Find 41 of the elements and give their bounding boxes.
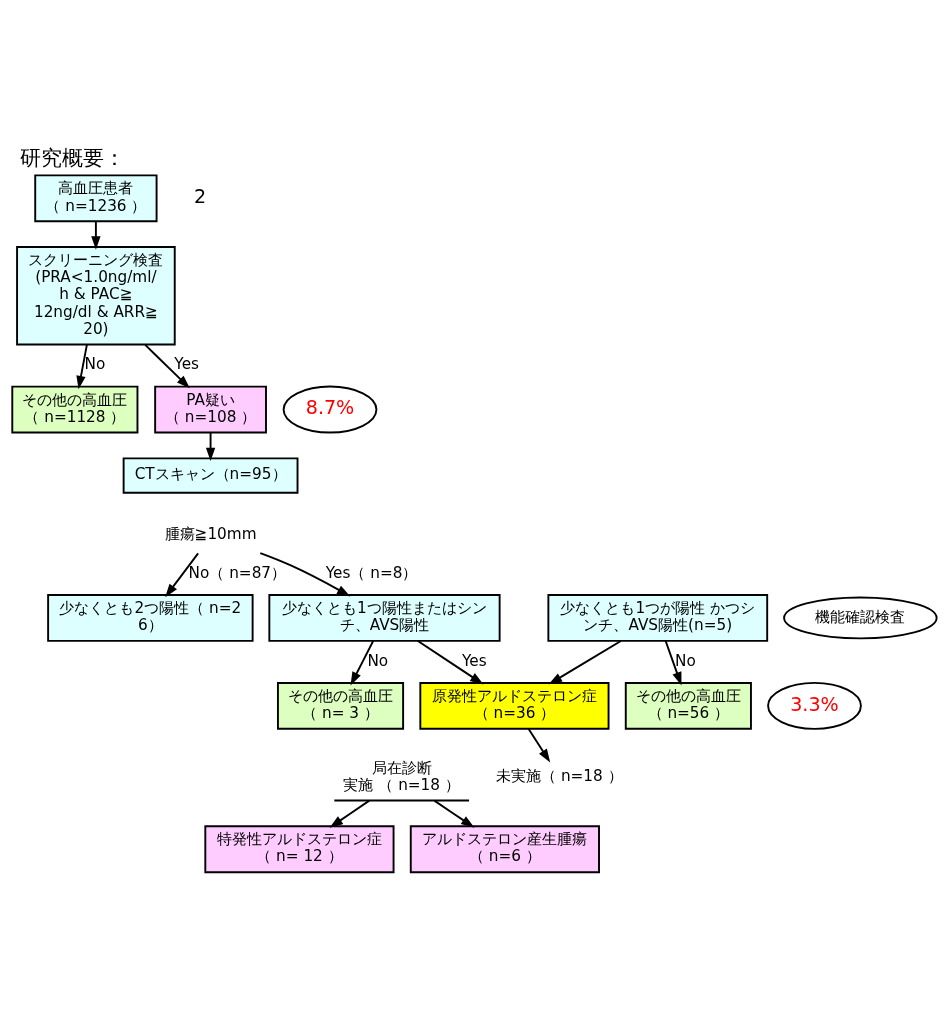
node-ellipse: 3.3% xyxy=(767,681,862,730)
edge-label: Yes（ n=8） xyxy=(325,563,418,582)
arrow xyxy=(527,727,551,763)
edge-label: No（ n=87） xyxy=(188,563,287,582)
node-box: 特発性アルドステロン症 （ n= 12 ） xyxy=(204,825,395,874)
arrow xyxy=(433,799,475,828)
arrow xyxy=(76,343,88,390)
arrow xyxy=(205,431,216,462)
node-ellipse: 機能確認検査 xyxy=(783,596,938,640)
arrow xyxy=(417,640,484,685)
node-box: CTスキャン（n=95） xyxy=(122,457,299,494)
node-ellipse: 8.7% xyxy=(282,385,378,434)
node-box: アルドステロン産生腫瘍 （ n=6 ） xyxy=(409,825,600,874)
arrow xyxy=(548,640,622,685)
arrow xyxy=(259,552,351,597)
node-box: 少なくとも2つ陽性（ n=26） xyxy=(47,594,254,642)
edge-label: Yes xyxy=(461,651,487,670)
node-box: その他の高血圧 （ n=56 ） xyxy=(624,682,752,730)
diagram-title: 研究概要： xyxy=(19,145,125,171)
label: 2 xyxy=(193,185,207,209)
arrow xyxy=(144,343,190,389)
arrow xyxy=(165,552,200,598)
node-box: その他の高血圧 （ n= 3 ） xyxy=(277,682,405,730)
node-box: スクリーニング検査 (PRA<1.0ng/ml/h & PAC≧ 12ng/dl & ARR≧ 20) xyxy=(16,246,176,346)
edge-label: No xyxy=(367,651,389,670)
node-box: 少なくとも1つ陽性またはシンチ、AVS陽性 xyxy=(268,594,501,642)
arrow xyxy=(329,799,371,828)
node-box: PA疑い （ n=108 ） xyxy=(154,385,267,434)
edge-label: No xyxy=(675,651,696,670)
edge-label: No xyxy=(84,355,106,374)
node-box: 少なくとも1つが陽性 かつシンチ、AVS陽性(n=5) xyxy=(547,594,769,642)
node-box: その他の高血圧 （ n=1128 ） xyxy=(11,385,139,434)
arrow xyxy=(350,640,375,686)
arrow xyxy=(91,220,101,250)
edge-label: Yes xyxy=(174,355,200,374)
arrow xyxy=(664,640,682,686)
node-box: 原発性アルドステロン症 （ n=36 ） xyxy=(419,682,610,730)
node-text: 未実施（ n=18 ） xyxy=(496,767,623,786)
node-text: 腫瘍≧10mm xyxy=(164,525,257,544)
node-box: 高血圧患者 （ n=1236 ） xyxy=(34,174,158,223)
node-text: 局在診断 実施 （ n=18 ） xyxy=(343,758,460,794)
